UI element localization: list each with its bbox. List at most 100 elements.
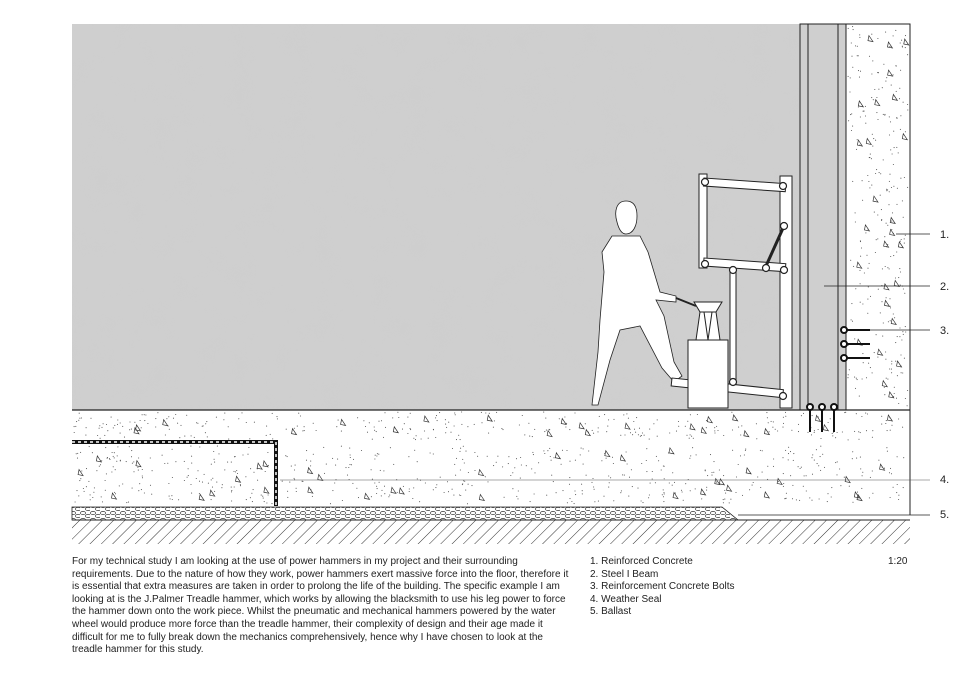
aggregate-dot [792, 484, 794, 486]
aggregate-dot [104, 489, 106, 491]
aggregate-dot [149, 457, 151, 459]
aggregate-dot [534, 428, 536, 430]
aggregate-dot [885, 297, 887, 299]
aggregate-dot [569, 498, 571, 500]
aggregate-dot [890, 84, 892, 86]
aggregate-dot [214, 461, 216, 463]
aggregate-dot [374, 454, 376, 456]
aggregate-dot [488, 432, 490, 434]
aggregate-dot [861, 415, 863, 418]
aggregate-dot [137, 469, 139, 471]
aggregate-dot [363, 420, 365, 422]
aggregate-stone [689, 422, 696, 431]
aggregate-dot [276, 418, 278, 420]
aggregate-dot [772, 426, 774, 428]
aggregate-dot [885, 31, 887, 33]
aggregate-dot [782, 485, 784, 487]
aggregate-dot [900, 69, 902, 71]
aggregate-dot [811, 457, 813, 459]
aggregate-dot [340, 445, 342, 447]
aggregate-dot [493, 465, 495, 467]
aggregate-dot [774, 428, 776, 430]
aggregate-dot [606, 431, 608, 433]
aggregate-dot [608, 419, 610, 421]
aggregate-stone [256, 462, 263, 470]
aggregate-dot [114, 491, 116, 493]
aggregate-dot [123, 436, 126, 438]
aggregate-dot [900, 115, 902, 117]
aggregate-dot [885, 351, 887, 353]
aggregate-dot [155, 426, 157, 428]
aggregate-dot [826, 501, 828, 503]
aggregate-dot [845, 411, 847, 413]
aggregate-dot [204, 432, 206, 434]
aggregate-dot [864, 105, 866, 107]
aggregate-dot [901, 339, 903, 341]
aggregate-dot [903, 242, 905, 244]
aggregate-dot [451, 447, 454, 450]
aggregate-dot [885, 422, 887, 425]
aggregate-stone [209, 489, 216, 497]
aggregate-dot [251, 492, 253, 494]
aggregate-dot [859, 36, 861, 38]
aggregate-dot [374, 482, 376, 484]
steel-i-beam [799, 23, 847, 411]
aggregate-dot [856, 491, 859, 493]
aggregate-dot [101, 460, 103, 462]
aggregate-stone [856, 493, 863, 502]
aggregate-dot [744, 449, 746, 451]
aggregate-dot [92, 496, 94, 499]
aggregate-stone [235, 475, 242, 483]
aggregate-dot [427, 437, 429, 439]
aggregate-dot [849, 77, 851, 79]
aggregate-dot [868, 55, 871, 57]
aggregate-dot [847, 27, 849, 29]
aggregate-dot [98, 465, 100, 467]
aggregate-dot [144, 420, 146, 422]
aggregate-dot [75, 453, 77, 455]
aggregate-dot [890, 368, 892, 370]
aggregate-dot [646, 448, 648, 450]
aggregate-dot [126, 502, 128, 504]
aggregate-dot [777, 480, 779, 482]
aggregate-dot [907, 109, 909, 111]
aggregate-dot [881, 268, 883, 270]
aggregate-dot [179, 437, 181, 439]
aggregate-dot [302, 480, 304, 482]
aggregate-dot [782, 426, 784, 428]
aggregate-dot [843, 476, 845, 478]
aggregate-dot [898, 277, 900, 279]
aggregate-dot [459, 469, 461, 471]
aggregate-dot [895, 360, 897, 362]
aggregate-dot [517, 498, 519, 500]
aggregate-dot [608, 482, 610, 484]
aggregate-dot [573, 503, 575, 505]
aggregate-dot [811, 473, 814, 475]
aggregate-dot [287, 496, 289, 498]
aggregate-dot [293, 477, 295, 479]
aggregate-dot [196, 422, 198, 424]
aggregate-dot [439, 476, 441, 478]
aggregate-stone [714, 477, 721, 486]
aggregate-dot [632, 434, 634, 436]
aggregate-dot [202, 425, 204, 427]
aggregate-dot [446, 426, 448, 428]
aggregate-dot [267, 494, 269, 496]
aggregate-dot [125, 461, 127, 463]
aggregate-dot [295, 487, 297, 489]
aggregate-dot [628, 495, 630, 497]
aggregate-dot [869, 295, 872, 297]
aggregate-dot [350, 464, 353, 466]
aggregate-dot [197, 470, 199, 472]
aggregate-dot [249, 497, 251, 499]
aggregate-dot [608, 475, 610, 477]
aggregate-dot [512, 472, 514, 474]
aggregate-dot [735, 476, 738, 478]
aggregate-stone [668, 446, 675, 455]
aggregate-dot [310, 460, 312, 462]
aggregate-dot [119, 422, 121, 424]
legend-list: 1. Reinforced Concrete 2. Steel I Beam 3… [590, 556, 735, 619]
aggregate-dot [247, 453, 249, 455]
aggregate-dot [854, 221, 856, 223]
aggregate-dot [831, 432, 833, 435]
